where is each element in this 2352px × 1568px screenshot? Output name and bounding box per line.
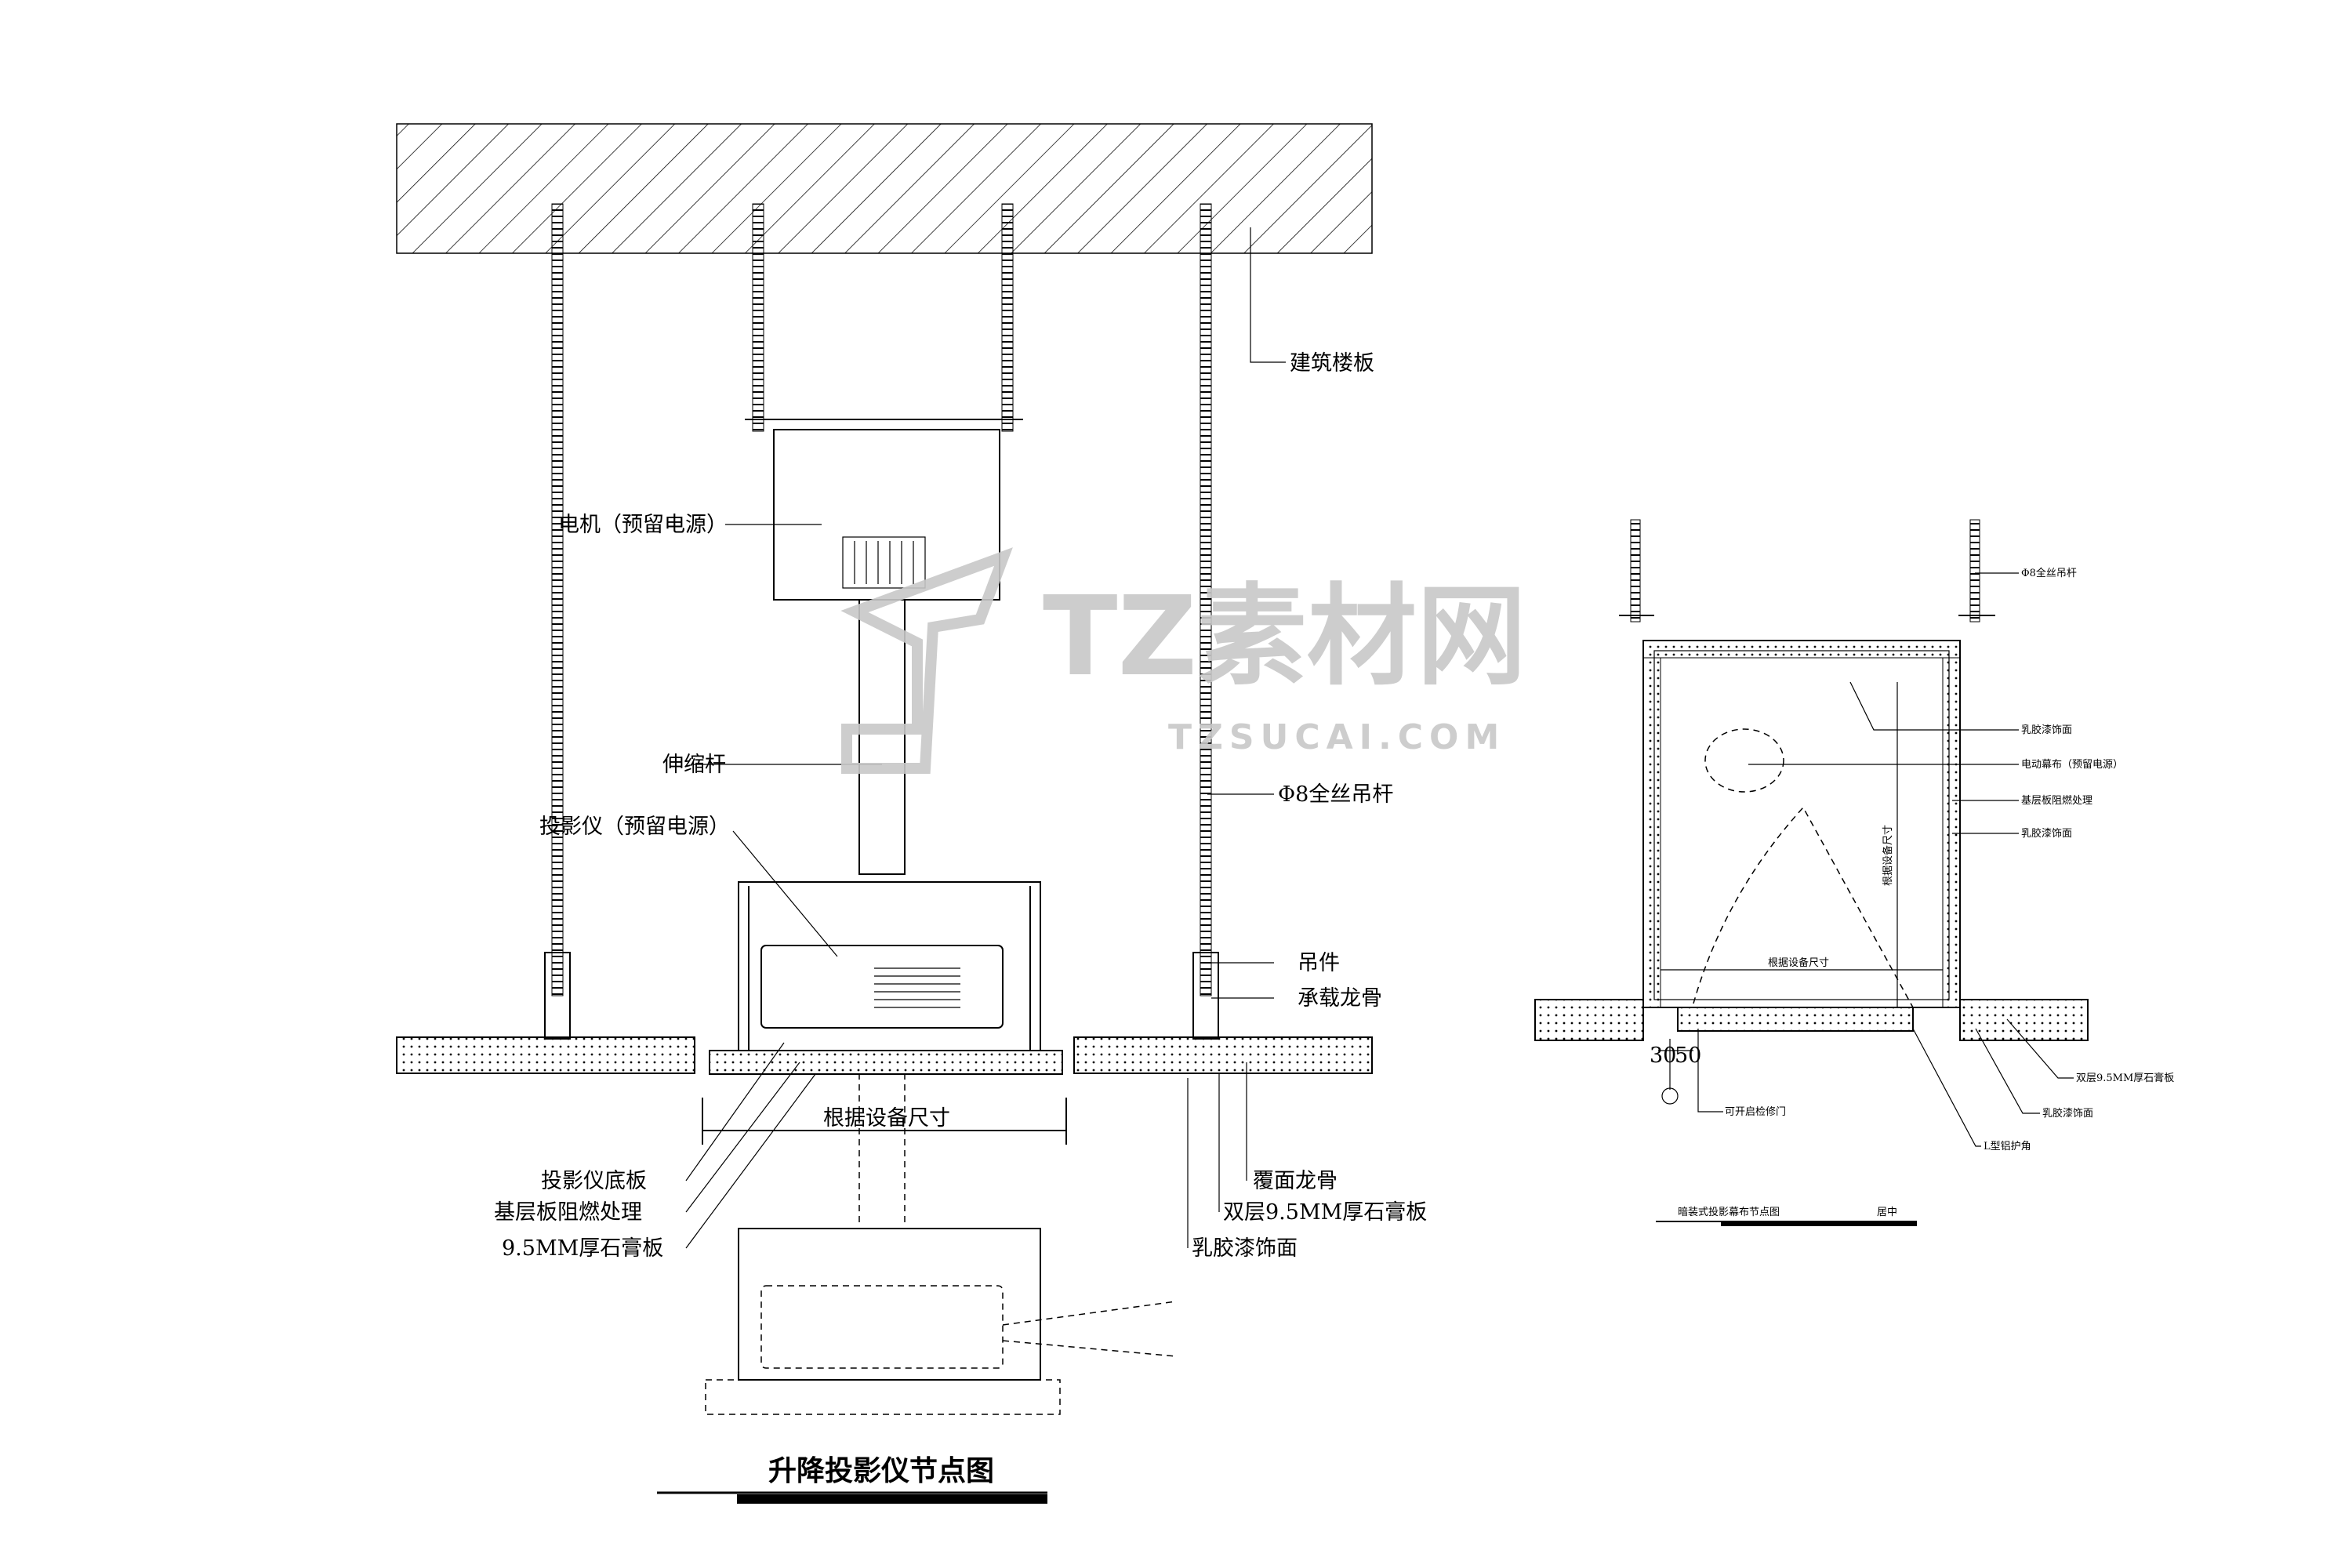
right-ceiling-boards: [1534, 999, 2089, 1041]
right-label-double-gypsum: 双层9.5MM厚石膏板: [2076, 1072, 2174, 1084]
right-dim-vertical: 根据设备尺寸: [1882, 825, 1894, 886]
label-projector: 投影仪（预留电源）: [539, 815, 730, 839]
label-dimension: 根据设备尺寸: [823, 1106, 950, 1131]
right-detail-drawing: Φ8全丝吊杆 乳胶漆饰面 电动幕布（预留电源） 基层板阻燃处理 乳胶漆饰面 根据…: [1534, 519, 2174, 1226]
screen-box: [1642, 640, 1961, 1008]
right-label-latex-paint-3: 乳胶漆饰面: [2042, 1107, 2093, 1120]
label-latex-paint: 乳胶漆饰面: [1192, 1236, 1298, 1261]
label-cover-keel: 覆面龙骨: [1253, 1169, 1338, 1193]
label-hanger-rod: Φ8全丝吊杆: [1278, 782, 1393, 807]
motor-vent: [842, 536, 926, 589]
right-dim-b: 50: [1675, 1044, 1701, 1068]
ceiling-boards: [396, 1036, 1373, 1075]
watermark: TZ素材网 TZSUCAI.COM: [840, 547, 1526, 774]
right-label-screen: 电动幕布（预留电源）: [2021, 759, 2123, 771]
right-dim-a: 30: [1650, 1044, 1676, 1068]
projector-body: [760, 945, 1004, 1029]
right-label-corner-guard: L型铝护角: [1984, 1141, 2031, 1152]
right-label-access-door: 可开启检修门: [1725, 1106, 1786, 1118]
left-detail-title: 升降投影仪节点图: [768, 1454, 994, 1487]
left-detail-drawing: 建筑楼板 电机（预留电源） 伸缩杆 Φ8全丝吊杆 投影仪（预留电源） 吊件 承载…: [396, 123, 1427, 1504]
label-projector-base: 投影仪底板: [541, 1169, 647, 1193]
right-label-hanger-rod: Φ8全丝吊杆: [2021, 567, 2077, 579]
label-double-gypsum: 双层9.5MM厚石膏板: [1223, 1200, 1427, 1225]
label-hanger: 吊件: [1298, 951, 1340, 975]
screen-roll: [1704, 728, 1784, 793]
watermark-brand: TZ素材网: [1043, 573, 1526, 701]
right-label-latex-paint-2: 乳胶漆饰面: [2021, 827, 2072, 840]
dimension-line: [702, 1098, 1067, 1145]
label-motor: 电机（预留电源）: [558, 513, 728, 537]
concrete-slab: [396, 123, 1373, 254]
right-label-base-board: 基层板阻燃处理: [2021, 794, 2092, 807]
right-detail-note: 居中: [1877, 1207, 1897, 1218]
right-label-latex-paint-1: 乳胶漆饰面: [2021, 724, 2072, 736]
label-telescopic-rod: 伸缩杆: [662, 753, 726, 777]
label-slab: 建筑楼板: [1290, 351, 1374, 376]
right-detail-title: 暗装式投影幕布节点图: [1678, 1206, 1780, 1218]
hanger-rods: [544, 203, 1219, 1040]
right-leader-lines: [1658, 572, 2074, 1147]
watermark-url: TZSUCAI.COM: [1168, 717, 1505, 757]
label-gypsum: 9.5MM厚石膏板: [502, 1236, 663, 1261]
label-main-keel: 承载龙骨: [1298, 986, 1382, 1011]
right-dim-horizontal: 根据设备尺寸: [1768, 956, 1829, 969]
projector-frame: [738, 881, 1041, 1051]
telescopic-rod: [858, 599, 906, 875]
label-base-board: 基层板阻燃处理: [494, 1200, 642, 1225]
